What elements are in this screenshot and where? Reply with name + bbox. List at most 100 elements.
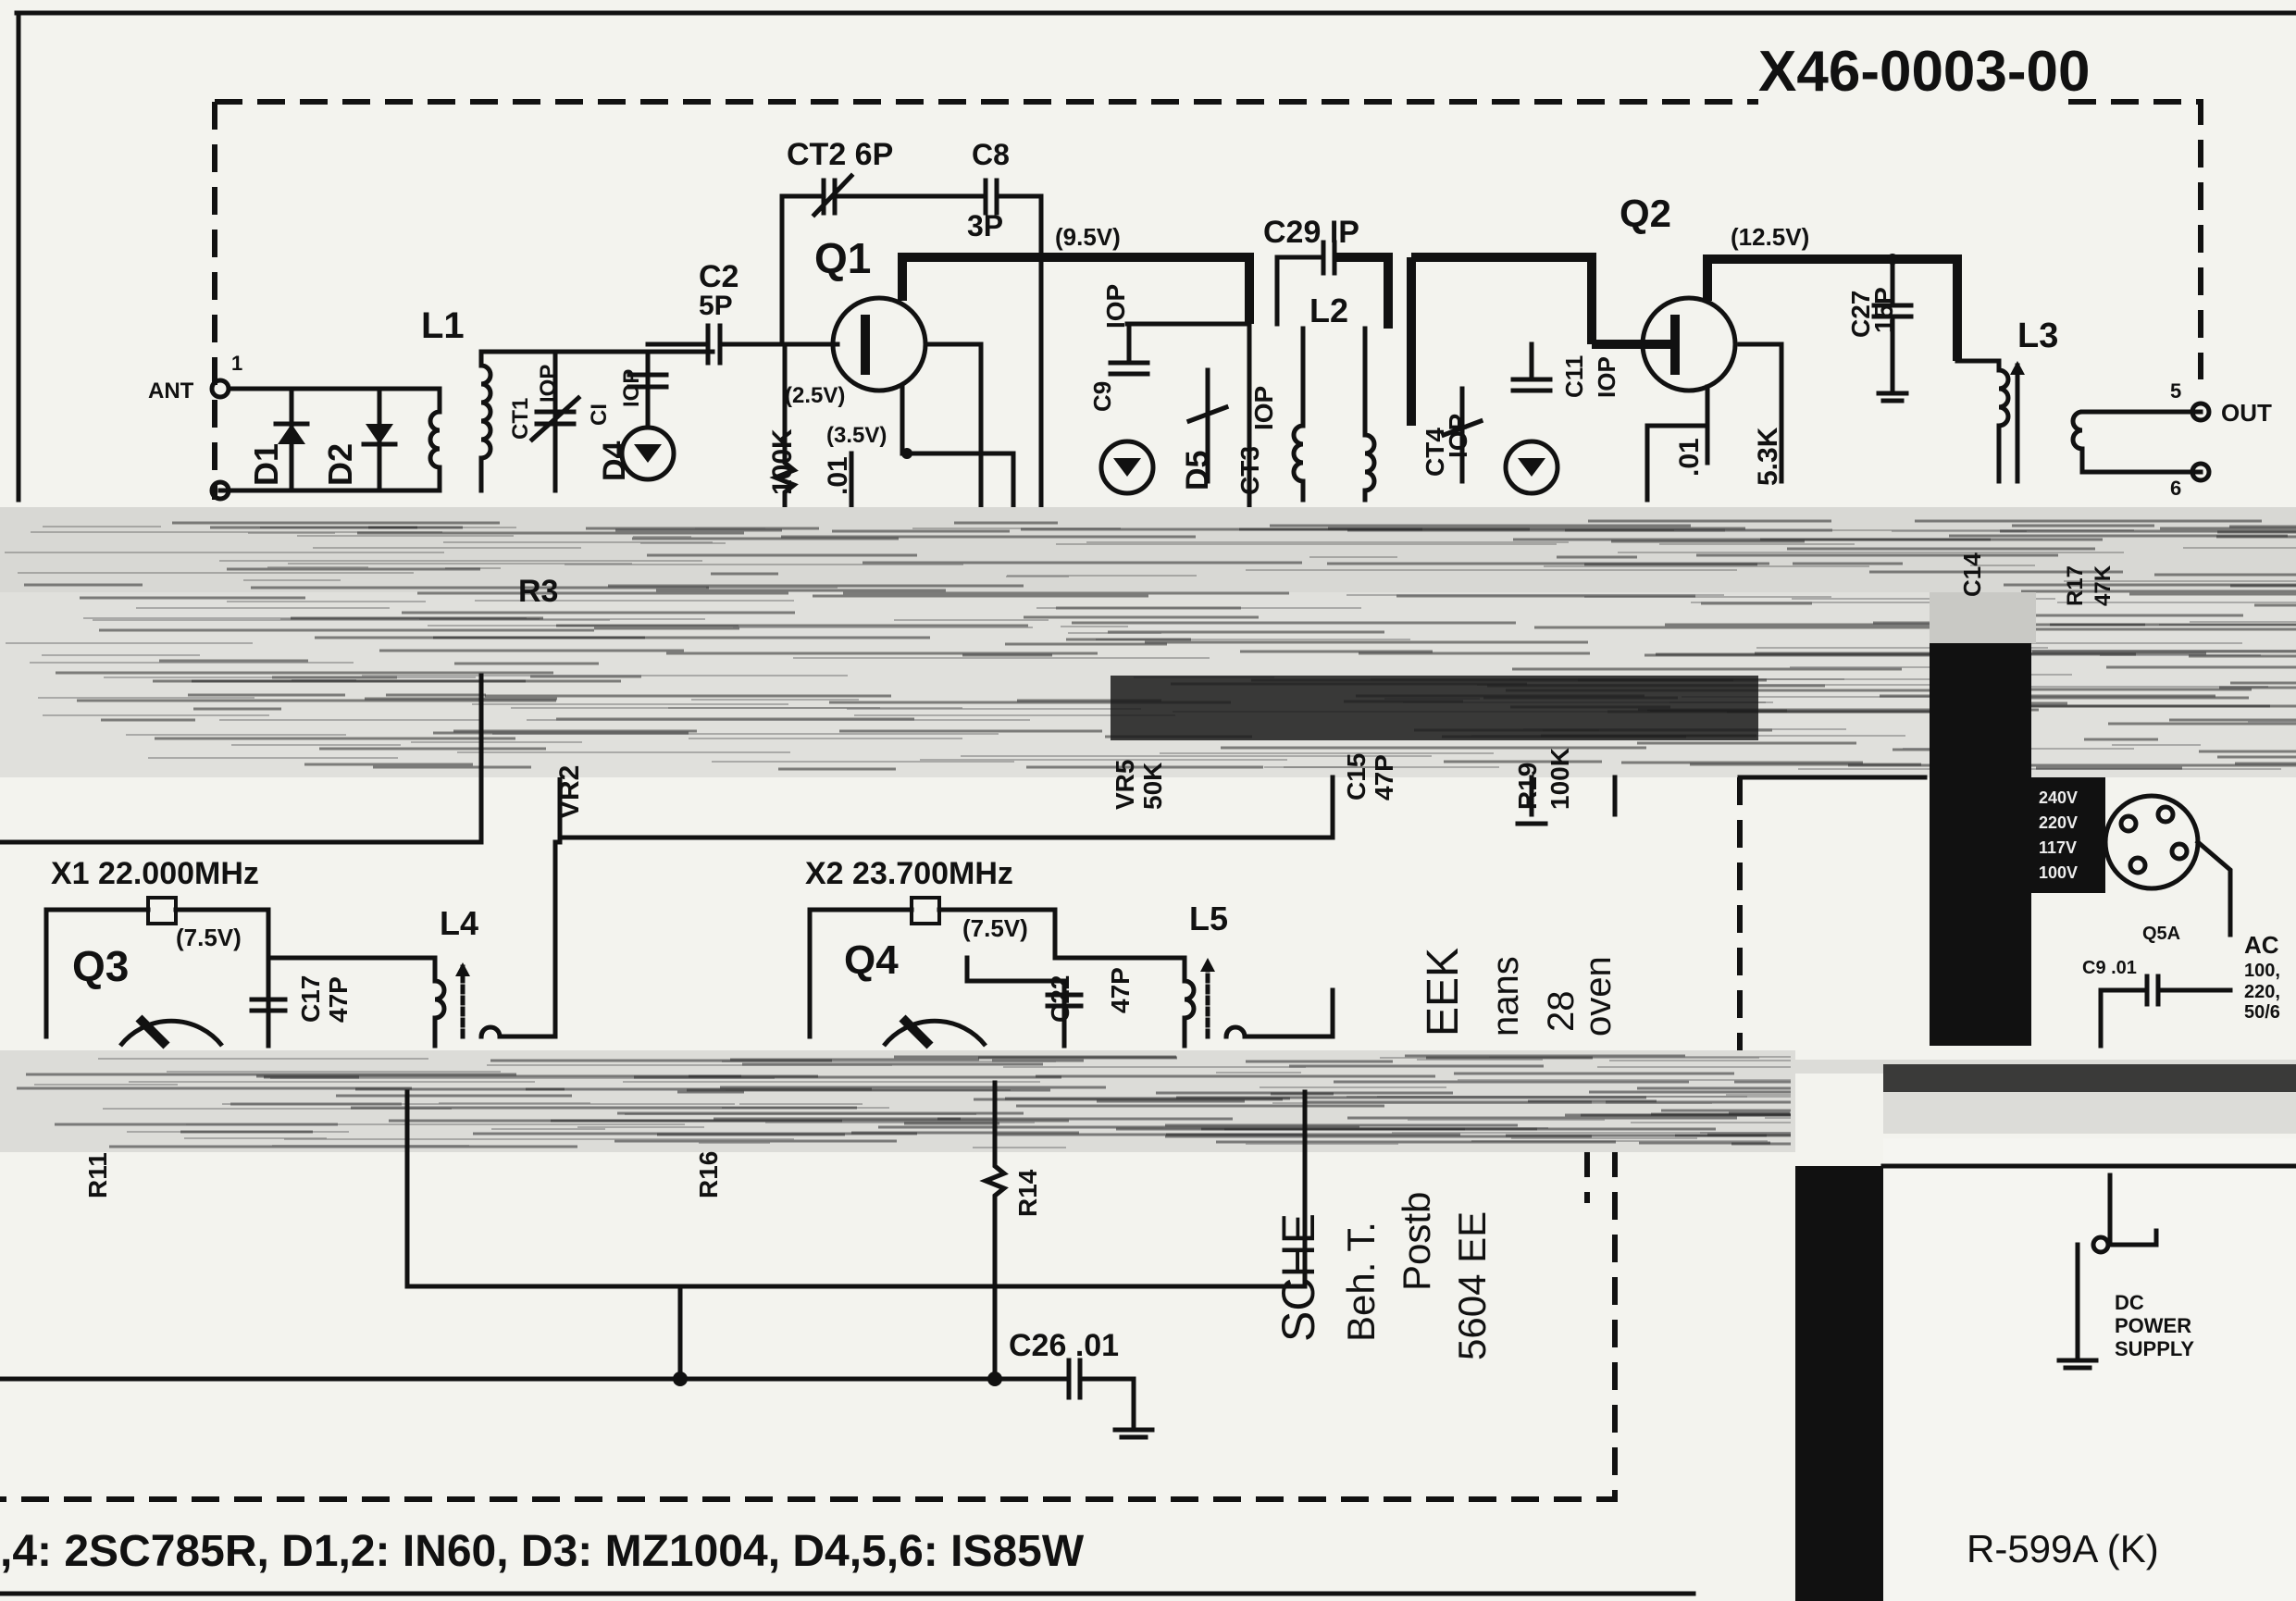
c22-lead bbox=[964, 955, 1067, 1049]
selector-contact-1 bbox=[2118, 813, 2139, 834]
c11-value: IOP bbox=[1593, 356, 1620, 398]
ct3-label: CT3 bbox=[1235, 446, 1264, 495]
c9-top-line bbox=[1124, 321, 1252, 521]
r100k-resistor bbox=[769, 341, 799, 521]
l4-arrowhead bbox=[455, 962, 470, 976]
q2-drain-line bbox=[1703, 254, 1962, 361]
semiconductor-list: ,4: 2SC785R, D1,2: IN60, D3: MZ1004, D4,… bbox=[0, 1527, 1085, 1576]
x1-crystal bbox=[146, 896, 178, 925]
q1-source-voltage: (3.5V) bbox=[826, 423, 887, 448]
selector-contact-4 bbox=[2128, 855, 2148, 875]
d6-symbol bbox=[1518, 458, 1545, 477]
c27-node bbox=[1887, 254, 1898, 265]
q1-body bbox=[830, 295, 928, 393]
q2-bypass bbox=[1644, 423, 1710, 503]
d1-label: D1 bbox=[247, 443, 285, 486]
q3-label: Q3 bbox=[72, 942, 129, 990]
dc-terminal bbox=[2091, 1235, 2111, 1255]
ct1-label: CT1 bbox=[508, 398, 533, 440]
l2-label: L2 bbox=[1309, 292, 1348, 329]
scan-top-rule-right bbox=[1883, 1064, 2296, 1092]
part-number: X46-0003-00 bbox=[1758, 40, 2091, 104]
c15-value: 47P bbox=[1370, 754, 1398, 800]
c17-value: 47P bbox=[324, 976, 353, 1023]
ac-val-3: 50/6 bbox=[2244, 1002, 2280, 1023]
l1-secondary-coil bbox=[478, 349, 493, 493]
stamp-right-2: nans bbox=[1485, 956, 1526, 1036]
out-ground-terminal bbox=[2190, 461, 2212, 483]
l1-primary-coil bbox=[428, 386, 442, 493]
d4-varactor bbox=[619, 425, 676, 482]
c11-label: C11 bbox=[1560, 355, 1588, 398]
c22-label: C22 bbox=[1046, 975, 1074, 1023]
r17-label: R17 bbox=[2063, 565, 2088, 606]
l4-coil bbox=[432, 969, 447, 1049]
c2-value: 5P bbox=[699, 291, 733, 321]
q3-voltage: (7.5V) bbox=[176, 924, 242, 951]
scan-dark-smear bbox=[1111, 676, 1758, 740]
ct4-value: IOP bbox=[1444, 414, 1472, 458]
stamp-right-3: 28 bbox=[1541, 991, 1582, 1033]
ct2-left-lead bbox=[779, 193, 826, 347]
d2-symbol bbox=[366, 424, 393, 444]
r17-value: 47K bbox=[2091, 565, 2116, 606]
l2-coil bbox=[1362, 326, 1377, 503]
d6-varactor bbox=[1503, 439, 1560, 496]
bias-bus-mid bbox=[552, 775, 1335, 845]
r19-value: 100K bbox=[1545, 748, 1574, 810]
d5-varactor-circle bbox=[1098, 439, 1156, 496]
ct2-label: CT2 6P bbox=[787, 137, 893, 172]
c22-value: 47P bbox=[1106, 967, 1135, 1013]
r16-label: R16 bbox=[694, 1151, 723, 1198]
c15-label: C15 bbox=[1342, 753, 1371, 800]
l4-label: L4 bbox=[440, 904, 478, 942]
q4-label: Q4 bbox=[844, 937, 899, 983]
l5-secondary bbox=[1223, 987, 1335, 1039]
stamp-line-2: Beh. T. bbox=[1339, 1222, 1383, 1342]
d1-symbol bbox=[278, 424, 305, 444]
q4-voltage: (7.5V) bbox=[962, 914, 1028, 942]
selector-contact-2 bbox=[2155, 804, 2176, 825]
c14-label: C14 bbox=[1958, 552, 1986, 597]
c26-label: C26 .01 bbox=[1009, 1328, 1119, 1363]
r19-label: R19 bbox=[1513, 763, 1542, 810]
l3-primary bbox=[1955, 358, 2011, 484]
d2-label: D2 bbox=[321, 443, 359, 486]
ac-117v: 117V bbox=[2039, 838, 2077, 857]
l3-label: L3 bbox=[2017, 316, 2058, 355]
shield-box-top bbox=[215, 99, 2203, 379]
supply-node-b bbox=[987, 1371, 1002, 1386]
ac-220v: 220V bbox=[2039, 813, 2078, 832]
stamp-right-4: oven bbox=[1578, 956, 1619, 1036]
out-label: OUT bbox=[2221, 399, 2272, 427]
stamp-line-4: 5604 EE bbox=[1450, 1211, 1494, 1360]
dc-power-label-3: SUPPLY bbox=[2115, 1337, 2194, 1360]
ant-label: ANT bbox=[148, 379, 194, 403]
fuse-label: Q5A bbox=[2142, 924, 2180, 944]
voltage-selector-switch bbox=[2103, 793, 2201, 891]
c10p-label: IOP bbox=[1101, 284, 1130, 329]
x2-crystal bbox=[910, 896, 941, 925]
pin5-label: 5 bbox=[2170, 379, 2181, 403]
l5-label: L5 bbox=[1189, 900, 1228, 937]
r3-label: R3 bbox=[518, 574, 558, 609]
c1-label: CI bbox=[587, 403, 612, 426]
l3-tune-arrowhead bbox=[2010, 361, 2025, 375]
r11-label: R11 bbox=[83, 1152, 112, 1198]
scan-white-notch bbox=[1795, 1074, 1883, 1166]
ant-terminal bbox=[209, 378, 231, 400]
q4-emitter bbox=[899, 1014, 934, 1049]
stamp-right-1: EEK bbox=[1419, 948, 1468, 1036]
model-label: R-599A (K) bbox=[1967, 1527, 2159, 1570]
stamp-line-1: SCHE bbox=[1272, 1213, 1324, 1342]
ac-100v: 100V bbox=[2039, 863, 2078, 882]
bias-bus-right bbox=[1515, 775, 1618, 826]
ct4-arrow bbox=[1440, 417, 1484, 439]
x2-right-lead bbox=[937, 907, 1187, 974]
pin1-label: 1 bbox=[231, 352, 242, 375]
ac-bypass-cap bbox=[2098, 974, 2233, 1049]
d4-symbol bbox=[634, 444, 662, 463]
tank-coil bbox=[1291, 326, 1306, 503]
d5-varactor-symbol bbox=[1113, 458, 1141, 477]
